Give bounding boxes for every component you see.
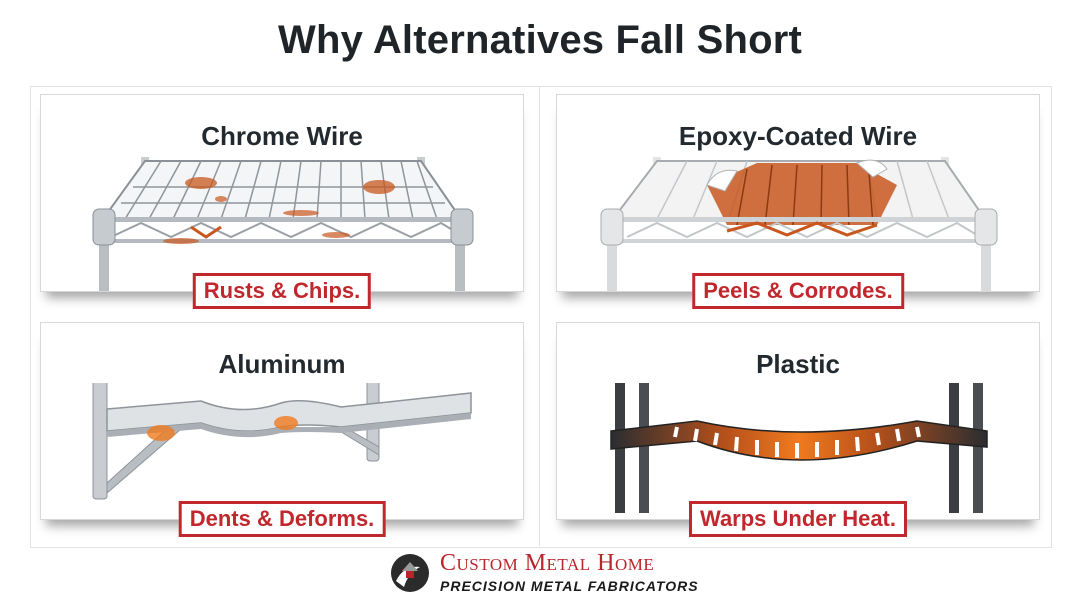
vertical-divider — [539, 86, 540, 546]
panel-title: Epoxy-Coated Wire — [678, 121, 918, 151]
brand-tagline: PRECISION METAL FABRICATORS — [440, 578, 699, 594]
panel-title: Chrome Wire — [201, 121, 363, 151]
failure-tag: Rusts & Chips. — [192, 273, 372, 309]
panel-epoxy-coated-wire: Epoxy-Coated Wire Peels & Corrodes. — [556, 94, 1040, 309]
peeling-epoxy-wire-shelf-icon — [600, 157, 998, 291]
warped-plastic-shelf-icon — [610, 383, 988, 513]
brand-name: Custom Metal Home — [440, 550, 655, 576]
panel-aluminum: Aluminum Dents & Deforms. — [40, 322, 524, 537]
rusted-chrome-wire-shelf-icon — [92, 157, 474, 291]
page-title: Why Alternatives Fall Short — [277, 18, 802, 62]
failure-tag: Dents & Deforms. — [178, 501, 386, 537]
dented-aluminum-shelf-icon — [92, 383, 472, 500]
brand-footer: Custom Metal Home PRECISION METAL FABRIC… — [388, 548, 708, 600]
house-swoosh-logo-icon — [391, 554, 429, 592]
panel-plastic: Plastic Warps Under Heat. — [556, 322, 1040, 537]
panel-chrome-wire: Chrome Wire Rusts & Chips. — [40, 94, 524, 309]
panel-title: Plastic — [756, 349, 840, 379]
panel-title: Aluminum — [218, 349, 346, 379]
failure-tag: Warps Under Heat. — [688, 501, 908, 537]
failure-tag: Peels & Corrodes. — [692, 273, 904, 309]
